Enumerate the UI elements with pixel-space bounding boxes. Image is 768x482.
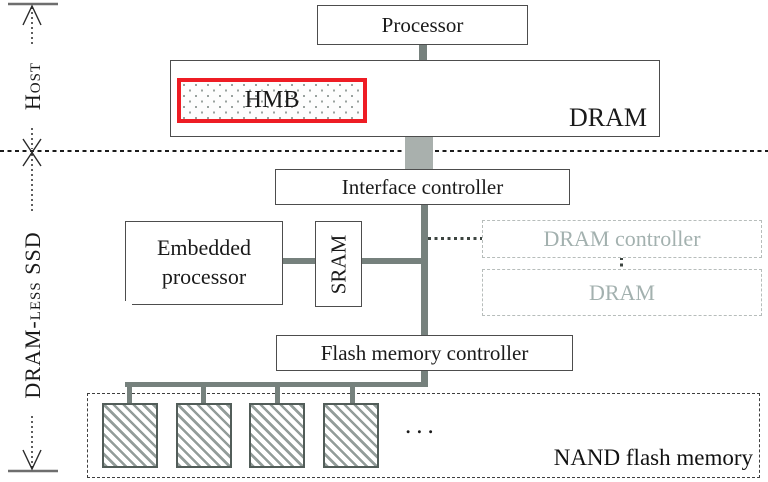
interface-controller-label: Interface controller — [341, 174, 504, 199]
flash-memory-controller-label: Flash memory controller — [320, 340, 529, 365]
sram-label: SRAM — [326, 234, 350, 294]
processor-dram-link — [419, 45, 427, 61]
processor-box: Processor — [317, 5, 528, 45]
host-dram-box: DRAM — [170, 60, 660, 137]
down-arrowhead-icon — [22, 449, 42, 471]
arrowheads — [22, 4, 42, 471]
host-ssd-separator-line — [0, 150, 768, 152]
dram-interface-wide-link — [405, 137, 433, 170]
dram-controller-dram-dotted-link — [620, 257, 623, 270]
host-section-label: Host — [0, 62, 79, 110]
interface-controller-box: Interface controller — [275, 169, 570, 205]
nand-chip — [102, 403, 158, 468]
dram-controller-planned-box: DRAM controller — [482, 220, 762, 258]
ssd-section-label: DRAM-less SSD — [0, 231, 132, 399]
host-ssd-span-arrows — [8, 2, 58, 473]
host-dram-label: DRAM — [568, 103, 647, 132]
embedded-sram-link — [283, 258, 316, 264]
cross-arrowheads-icon — [22, 138, 42, 167]
embedded-processor-box: Embedded processor — [125, 221, 283, 305]
dram-controller-planned-label: DRAM controller — [543, 226, 701, 251]
nand-flash-memory-label: NAND flash memory — [553, 445, 753, 470]
nand-chip-link — [275, 384, 280, 404]
dram-planned-box: DRAM — [482, 269, 762, 316]
ssd-section-label-text: DRAM-less SSD — [20, 231, 45, 399]
nand-chip-row: NAND flash memory — [87, 384, 760, 478]
nand-chip — [249, 403, 305, 468]
nand-chip-link — [201, 384, 206, 404]
sram-bus-link — [361, 258, 422, 264]
nand-chip — [323, 403, 379, 468]
flash-memory-controller-box: Flash memory controller — [276, 335, 573, 371]
internal-bus-vertical — [421, 205, 428, 383]
hmb-box: HMB — [177, 78, 367, 123]
hmb-label: HMB — [244, 87, 300, 113]
sram-box: SRAM — [315, 221, 362, 307]
dram-planned-label: DRAM — [588, 279, 655, 305]
processor-label: Processor — [381, 12, 464, 37]
nand-chip-link — [127, 384, 132, 404]
nand-chip-link — [350, 384, 355, 404]
nand-ellipsis: ... — [405, 412, 439, 439]
embedded-processor-label: Embedded processor — [156, 235, 252, 289]
up-arrowhead-icon — [22, 4, 42, 26]
host-section-label-text: Host — [20, 61, 45, 111]
nand-chip — [176, 403, 232, 468]
bus-dram-controller-dotted-link — [428, 237, 483, 240]
